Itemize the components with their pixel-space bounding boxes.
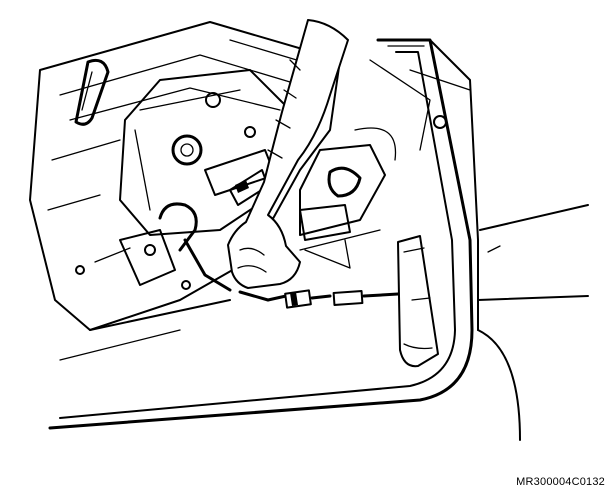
cable-end-right [332, 290, 364, 306]
body-panel [409, 69, 589, 441]
cable-connector [238, 289, 400, 309]
door-frame [48, 38, 479, 430]
floor-edge [59, 229, 381, 361]
lever-handle [74, 58, 110, 126]
bolt-head [171, 134, 203, 166]
dashboard-panel [29, 21, 431, 331]
hand-and-arm [227, 19, 349, 289]
sill-pad [397, 235, 439, 368]
wire-bracket [75, 202, 232, 292]
pedal-assembly [299, 127, 397, 269]
figure-code: MR300004C0132 [516, 476, 605, 488]
cable-end-left [284, 289, 312, 309]
